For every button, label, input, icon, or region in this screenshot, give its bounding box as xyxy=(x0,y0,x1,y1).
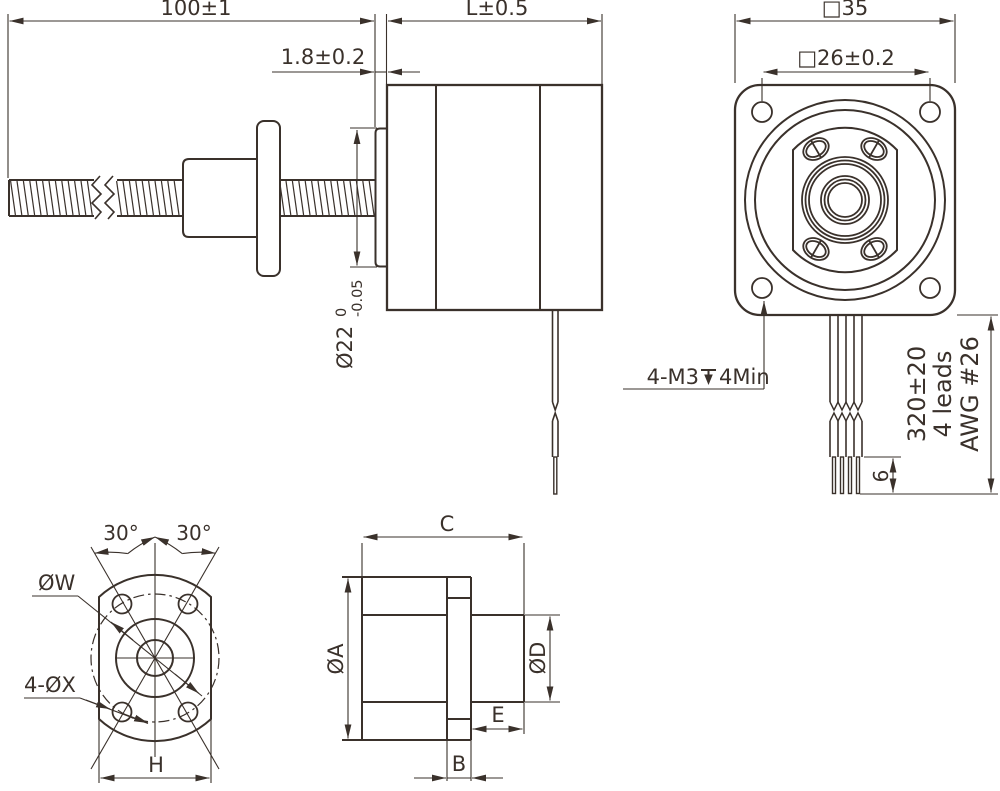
nut-body xyxy=(182,158,258,238)
mounting-thread-suffix: 4Min xyxy=(719,365,770,389)
flange-thickness-dim: B xyxy=(414,740,503,782)
flange-outline xyxy=(98,573,212,743)
mounting-thread-prefix: 4-M3 xyxy=(647,365,699,389)
bolt-circle-dim: ØW xyxy=(32,571,203,697)
nut-side-view: C ØA ØD E B xyxy=(324,512,560,782)
nut-side-outline xyxy=(342,576,525,741)
flange-diameter-label: ØA xyxy=(324,643,348,675)
pilot-diameter-main: Ø22 xyxy=(333,326,357,369)
pilot-thickness-dim-label: 1.8±0.2 xyxy=(281,45,365,69)
bolt-circle xyxy=(90,593,220,723)
lead-screw xyxy=(8,175,375,220)
flange-thickness-label: B xyxy=(452,752,466,776)
total-length-dim: C xyxy=(361,512,525,614)
thread-hatch xyxy=(116,180,180,216)
motor-side-view: 100±1 L±0.5 1.8±0.2 Ø22 0 -0.05 xyxy=(7,0,604,495)
nut-hub-rings xyxy=(801,156,889,244)
flange-hole xyxy=(177,701,199,723)
boss-length-label: E xyxy=(491,703,504,727)
flange-screw xyxy=(860,137,888,161)
stripped-wire-tip xyxy=(847,456,853,495)
hole-angle-left-label: 30° xyxy=(103,521,138,545)
pilot-diameter-tol-upper: 0 xyxy=(334,308,350,317)
stripped-wire-tip xyxy=(831,456,837,495)
depth-symbol-icon xyxy=(701,369,716,385)
across-flats-dim: H xyxy=(98,719,212,783)
hole-spacing-dim-label: □26±0.2 xyxy=(797,46,895,70)
mounting-thread-callout: 4-M3 4Min xyxy=(623,301,770,390)
hole-callout: 4-ØX xyxy=(24,673,149,725)
face-circle-outer xyxy=(744,99,946,301)
bore-circle xyxy=(136,639,174,677)
thread-hatch xyxy=(10,180,93,216)
total-length-label: C xyxy=(440,512,455,536)
body-diameter-dim: ØD xyxy=(524,614,560,703)
nut-front-view: 30° 30° ØW 4-ØX H xyxy=(24,521,220,783)
mounting-hole xyxy=(751,277,773,299)
motor-body xyxy=(385,83,604,312)
side-view-dimensions: 100±1 L±0.5 1.8±0.2 Ø22 0 -0.05 xyxy=(7,0,603,369)
screw-break-line xyxy=(103,175,116,220)
lead-length-label: 320±20 xyxy=(903,346,931,442)
face-circle-inner xyxy=(754,109,936,291)
stripped-wire-tip xyxy=(855,456,861,495)
hole-callout-label: 4-ØX xyxy=(24,673,76,697)
nut-on-screw xyxy=(182,120,281,277)
side-lead-wire xyxy=(551,310,559,495)
flange-hole xyxy=(177,593,199,615)
front-nut-flange xyxy=(792,126,898,274)
angle-dimensions: 30° 30° xyxy=(94,521,216,555)
across-flats-label: H xyxy=(148,753,164,777)
mounting-hole xyxy=(751,101,773,123)
pilot-diameter-tol-lower: -0.05 xyxy=(350,279,366,317)
front-view-dimensions: □35 □26±0.2 4-M3 4Min xyxy=(623,0,998,495)
motor-length-dim-label: L±0.5 xyxy=(466,0,529,20)
stripped-wire-tip xyxy=(839,456,845,495)
thread-hatch xyxy=(279,180,375,216)
flange-screw xyxy=(860,237,888,261)
lead-gauge-label: AWG #26 xyxy=(956,336,984,452)
nut-flange xyxy=(256,120,281,277)
motor-front-view: □35 □26±0.2 4-M3 4Min xyxy=(623,0,998,495)
strip-length-label: 6 xyxy=(869,470,893,483)
front-lead-wires xyxy=(829,315,863,495)
flange-hole xyxy=(111,701,133,723)
mounting-hole xyxy=(919,101,941,123)
boss-length-dim: E xyxy=(472,703,525,734)
lead-count-label: 4 leads xyxy=(929,351,957,438)
body-diameter-label: ØD xyxy=(526,642,550,675)
nut-body-circle xyxy=(115,618,195,698)
flange-screw xyxy=(802,137,830,161)
screw-length-dim-label: 100±1 xyxy=(160,0,231,20)
mounting-hole xyxy=(919,277,941,299)
pilot-diameter-dim-label: Ø22 0 -0.05 xyxy=(333,279,366,369)
flange-diameter-dim: ØA xyxy=(324,578,352,739)
hole-angle-right-label: 30° xyxy=(176,521,211,545)
bolt-circle-diameter-label: ØW xyxy=(38,571,76,595)
screw-break-line xyxy=(90,175,103,220)
flange-hole xyxy=(111,593,133,615)
flange-screw xyxy=(802,237,830,261)
body-square-dim-label: □35 xyxy=(822,0,869,20)
pilot-boss xyxy=(374,127,389,268)
